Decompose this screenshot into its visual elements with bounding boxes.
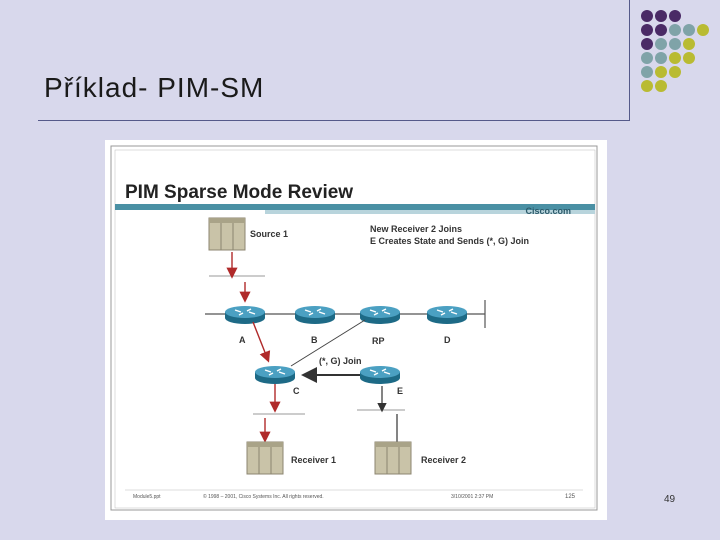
receiver-2-label: Receiver 2 xyxy=(421,455,466,465)
router-a-icon xyxy=(224,305,266,325)
vertical-divider xyxy=(629,0,630,120)
network-diagram: PIM Sparse Mode Review Cisco.com New Rec… xyxy=(110,145,598,511)
router-rp-icon xyxy=(359,305,401,325)
router-a-label: A xyxy=(239,335,246,345)
router-b-icon xyxy=(294,305,336,325)
source-server-icon xyxy=(208,217,246,251)
router-e-label: E xyxy=(397,386,403,396)
router-b-label: B xyxy=(311,335,318,345)
router-c-label: C xyxy=(293,386,300,396)
receiver-1-icon xyxy=(246,441,284,475)
router-d-icon xyxy=(426,305,468,325)
router-e-icon xyxy=(359,365,401,385)
receiver-2-icon xyxy=(374,441,412,475)
receiver-1-label: Receiver 1 xyxy=(291,455,336,465)
footer-page: 125 xyxy=(565,494,576,500)
embedded-slide: PIM Sparse Mode Review Cisco.com New Rec… xyxy=(105,140,607,520)
router-rp-label: RP xyxy=(372,336,385,346)
footer-file: Module5.ppt xyxy=(133,494,161,500)
info-line-2: E Creates State and Sends (*, G) Join xyxy=(370,236,529,246)
slide-title: PIM Sparse Mode Review xyxy=(125,182,353,203)
router-c-icon xyxy=(254,365,296,385)
slide-title-bar xyxy=(115,204,595,210)
join-label: (*, G) Join xyxy=(319,356,362,366)
page-number: 49 xyxy=(664,494,676,505)
footer-copyright: © 1998 – 2001, Cisco Systems Inc. All ri… xyxy=(203,493,324,500)
footer-date: 3/10/2001 2:37 PM xyxy=(451,494,493,500)
router-d-label: D xyxy=(444,335,451,345)
title-divider xyxy=(38,120,630,121)
cisco-brand: Cisco.com xyxy=(525,206,571,216)
source-label: Source 1 xyxy=(250,229,288,239)
info-line-1: New Receiver 2 Joins xyxy=(370,224,462,234)
page-title: Příklad- PIM-SM xyxy=(44,72,265,103)
